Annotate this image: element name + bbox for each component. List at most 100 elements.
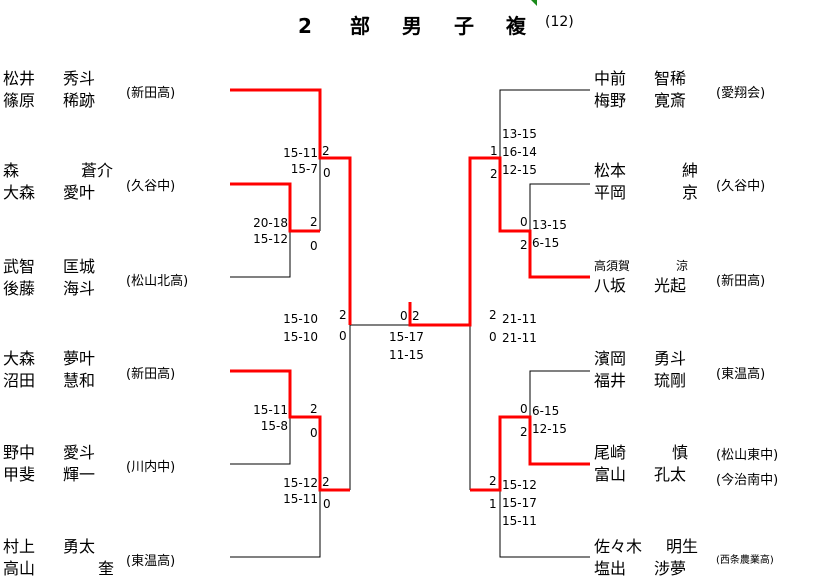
player-given-name: 勇斗 — [654, 349, 687, 368]
set-score: 15-12 — [502, 478, 537, 492]
bracket-line — [230, 490, 321, 558]
player-given-name: 愛叶 — [63, 183, 96, 202]
games-won: 0 — [489, 330, 497, 344]
bracket-line — [529, 183, 590, 231]
player-surname: 沼田 — [3, 371, 36, 390]
player-given-name: 海斗 — [63, 279, 96, 298]
school-label: (川内中) — [126, 460, 176, 475]
school-label: (久谷中) — [716, 179, 766, 194]
set-score: 6-15 — [532, 404, 560, 418]
player-surname: 高山 — [3, 559, 36, 578]
player-given-name: 京 — [682, 183, 699, 202]
winner-path — [230, 369, 350, 492]
match-scores: 13-15 16-14 12-15 — [502, 125, 537, 179]
school-label: (松山北高) — [126, 274, 189, 289]
set-score: 12-15 — [532, 422, 567, 436]
player-surname: 篠原 — [3, 91, 36, 110]
games-won: 2 — [490, 167, 498, 181]
bracket-line — [529, 370, 590, 417]
school-label: (東温高) — [716, 367, 766, 382]
player-given-name: 智稀 — [654, 69, 687, 88]
player-given-name: 明生 — [666, 537, 699, 556]
games-won: 2 — [489, 308, 497, 322]
school-label: (新田高) — [126, 367, 176, 382]
school-label: (新田高) — [716, 274, 766, 289]
set-score: 11-15 — [389, 348, 424, 362]
games-won: 2 — [520, 425, 528, 439]
set-score: 21-11 — [502, 331, 537, 345]
left-entry-5: 野中愛斗 甲斐輝一 — [3, 442, 95, 486]
title-char: 子 — [454, 14, 474, 38]
left-entry-2: 森蒼介 大森愛叶 — [3, 160, 113, 204]
games-won: 1 — [489, 497, 497, 511]
player-surname: 富山 — [594, 465, 627, 484]
player-surname: 高須賀 — [594, 259, 631, 273]
set-score: 15-11 — [283, 146, 318, 160]
player-surname: 松井 — [3, 69, 36, 88]
school-label: (松山東中) — [716, 448, 779, 463]
player-surname: 塩出 — [594, 559, 627, 578]
player-surname: 平岡 — [594, 183, 627, 202]
match-scores: 15-11 15-7 — [270, 145, 318, 177]
player-surname: 森 — [3, 161, 20, 180]
player-surname: 梅野 — [594, 91, 627, 110]
player-given-name: 秀斗 — [63, 69, 96, 88]
match-scores: 15-12 15-17 15-11 — [502, 476, 537, 530]
player-surname: 後藤 — [3, 279, 36, 298]
games-won: 0 — [400, 309, 408, 323]
player-surname: 濱岡 — [594, 349, 627, 368]
match-scores: 15-11 15-8 — [246, 402, 288, 434]
set-score: 15-17 — [389, 330, 424, 344]
games-won: 0 — [339, 329, 347, 343]
games-won: 0 — [520, 402, 528, 416]
player-given-name: 匡城 — [63, 257, 96, 276]
player-given-name: 孔太 — [654, 465, 687, 484]
school-label: (西条農業高) — [716, 555, 774, 566]
right-entry-5: 尾崎慎 富山孔太 — [594, 442, 688, 486]
set-score: 15-8 — [260, 419, 288, 433]
player-given-name: 慧和 — [63, 371, 96, 390]
match-scores: 21-11 21-11 — [502, 310, 537, 348]
games-won: 2 — [412, 309, 420, 323]
player-given-name: 輝一 — [63, 465, 96, 484]
bracket-black-lines — [230, 89, 590, 558]
right-entry-4: 濱岡勇斗 福井琉剛 — [594, 348, 686, 392]
player-given-name: 紳 — [682, 161, 699, 180]
games-won: 2 — [322, 144, 330, 158]
player-given-name: 蒼介 — [81, 161, 114, 180]
player-given-name: 奎 — [98, 559, 115, 578]
match-scores: 6-15 12-15 — [532, 402, 567, 438]
player-surname: 村上 — [3, 537, 36, 556]
set-score: 12-15 — [502, 163, 537, 177]
school-label: (新田高) — [126, 86, 176, 101]
winner-path — [470, 415, 590, 492]
title-char: 男 — [402, 14, 422, 38]
left-entry-3: 武智匡城 後藤海斗 — [3, 256, 95, 300]
right-entry-3: 高須賀涼 八坂光起 — [594, 257, 688, 297]
final-scores: 15-17 11-15 — [389, 328, 424, 364]
school-label: (今治南中) — [716, 473, 779, 488]
match-scores: 20-18 15-12 — [246, 215, 288, 247]
set-score: 15-7 — [290, 162, 318, 176]
entry-count: (12) — [545, 14, 574, 30]
set-score: 16-14 — [502, 145, 537, 159]
right-entry-6: 佐々木明生 塩出涉夢 — [594, 536, 698, 580]
set-score: 15-12 — [283, 476, 318, 490]
winner-path — [408, 156, 590, 327]
left-entry-4: 大森夢叶 沼田慧和 — [3, 348, 95, 392]
player-surname: 甲斐 — [3, 465, 36, 484]
games-won: 0 — [323, 497, 331, 511]
set-score: 15-11 — [283, 492, 318, 506]
player-surname: 八坂 — [594, 276, 627, 295]
player-given-name: 琉剛 — [654, 371, 687, 390]
player-given-name: 涉夢 — [654, 559, 687, 578]
games-won: 0 — [520, 215, 528, 229]
player-given-name: 慎 — [672, 443, 689, 462]
set-score: 15-10 — [283, 312, 318, 326]
title-char: 複 — [506, 14, 526, 38]
games-won: 0 — [323, 166, 331, 180]
set-score: 15-11 — [253, 403, 288, 417]
title-char: 部 — [350, 14, 370, 38]
